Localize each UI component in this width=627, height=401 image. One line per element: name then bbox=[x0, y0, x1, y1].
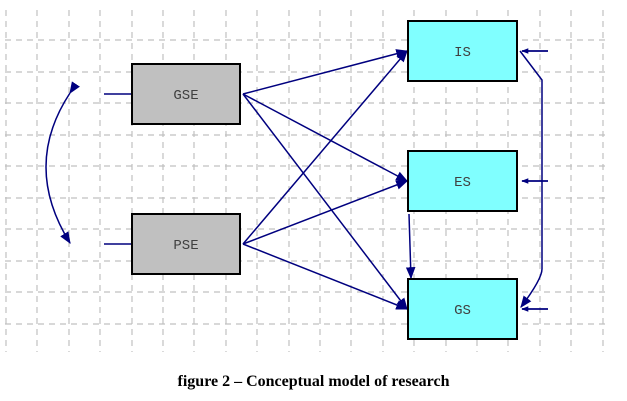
edge-pse-to-gs bbox=[242, 243, 409, 310]
node-gs: GS bbox=[407, 278, 518, 340]
edges-layer bbox=[45, 48, 548, 312]
node-is: IS bbox=[407, 20, 518, 82]
nodes-layer: GSE PSE IS ES GS bbox=[131, 20, 518, 340]
node-gse: GSE bbox=[131, 63, 241, 125]
node-box bbox=[131, 63, 241, 125]
edge-pse-to-is bbox=[242, 50, 408, 245]
node-label: GSE bbox=[173, 88, 198, 104]
edge-pse-to-es bbox=[242, 180, 409, 245]
node-box bbox=[407, 278, 518, 340]
node-pse: PSE bbox=[131, 213, 241, 275]
edge-gse-to-gs bbox=[242, 93, 408, 310]
covariance-gse-pse bbox=[45, 81, 80, 245]
edge-gse-to-is bbox=[242, 49, 409, 95]
edge-gse-to-es bbox=[242, 93, 409, 182]
node-es: ES bbox=[407, 150, 518, 212]
node-box bbox=[131, 213, 241, 275]
node-label: IS bbox=[454, 45, 471, 61]
node-box bbox=[407, 150, 518, 212]
edge-es-to-gs bbox=[405, 213, 416, 280]
edge-is-to-gs bbox=[519, 50, 543, 308]
path-diagram: GSE PSE IS ES GS bbox=[5, 10, 608, 352]
node-label: ES bbox=[454, 175, 471, 191]
node-label: GS bbox=[454, 303, 471, 319]
figure-caption: figure 2 – Conceptual model of research bbox=[177, 373, 450, 390]
node-label: PSE bbox=[173, 238, 198, 254]
node-box bbox=[407, 20, 518, 82]
